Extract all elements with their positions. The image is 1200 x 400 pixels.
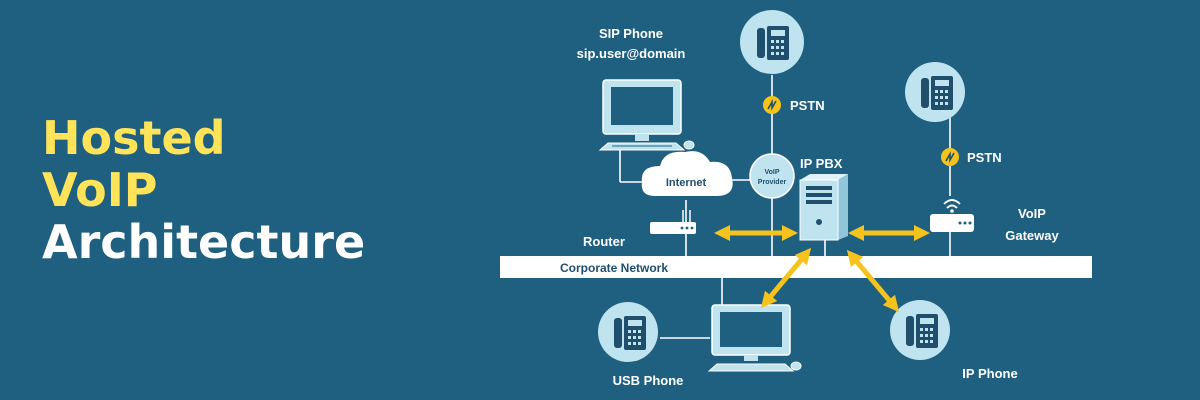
internet-cloud-icon [641,151,733,196]
pstn-right-icon [941,148,959,166]
voip-gateway-label-line1: VoIP [1018,206,1046,221]
title-line-hosted: Hosted [42,111,226,165]
sip-phone-address: sip.user@domain [577,46,686,61]
router-label: Router [583,234,625,249]
title-line-architecture: Architecture [42,215,366,269]
ip-pbx-server-icon [799,174,848,241]
ip-phone-label: IP Phone [962,366,1017,381]
voip-provider-label-line1: VoIP [764,169,779,176]
sip-phone-label: SIP Phone [599,26,663,41]
pstn-top-icon [763,96,781,114]
voip-provider-icon [749,153,795,199]
internet-label: Internet [666,177,707,189]
ip-phone-telephone-icon [890,300,950,360]
telephone-right-icon [905,62,965,122]
arrow-pbx-to-ip-phone [846,249,900,313]
voip-gateway-icon [930,199,974,232]
voip-gateway-label-line2: Gateway [1005,228,1059,243]
arrow-pbx-to-usb-phone [760,247,812,309]
page-title: Hosted VoIP Architecture [42,112,365,268]
pstn-right-label: PSTN [967,150,1002,165]
voip-provider-label-line2: Provider [758,179,787,186]
usb-phone-label: USB Phone [613,373,684,388]
corporate-network-label: Corporate Network [560,261,668,275]
ip-pbx-label: IP PBX [800,156,843,171]
usb-telephone-icon [598,302,658,362]
router-icon [650,210,696,234]
usb-phone-computer-icon [707,304,802,372]
data-flow-arrows [713,224,931,313]
sip-phone-computer-icon [598,79,695,151]
telephone-top-icon [740,10,804,74]
title-line-voip: VoIP [42,163,158,217]
pstn-top-label: PSTN [790,98,825,113]
